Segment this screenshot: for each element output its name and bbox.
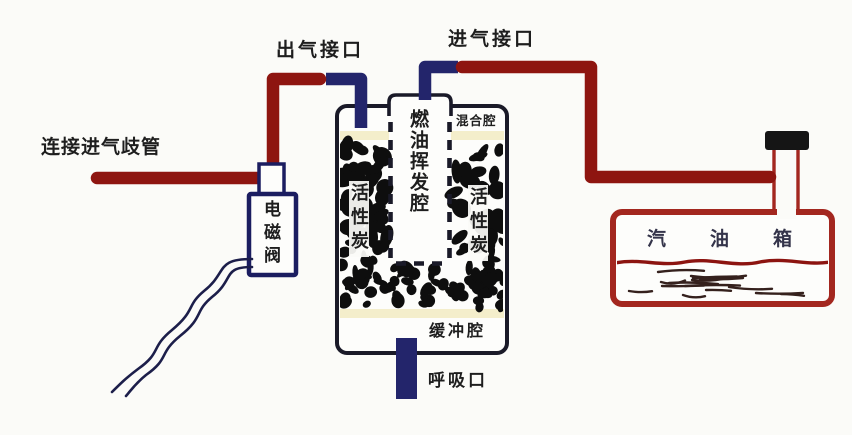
inlet-pipe-red-segment (455, 60, 777, 184)
carbon-granule (370, 155, 388, 176)
carbon-granule (363, 276, 370, 286)
carbon-granule (397, 263, 407, 277)
carbon-granule (465, 260, 473, 276)
carbon-granule (422, 284, 437, 295)
carbon-granule (362, 300, 371, 308)
carbon-granule (373, 208, 389, 221)
breather-port-label: 呼吸口 (428, 371, 488, 390)
carbon-granule (389, 275, 400, 287)
wire-strand-2 (124, 265, 254, 398)
activated-carbon-right-label: 活性炭 (468, 185, 488, 261)
solenoid-valve-body (246, 162, 299, 278)
evaporation-chamber-fill (389, 93, 451, 266)
carbon-granule (472, 296, 485, 306)
fuel-stroke (683, 283, 742, 288)
carbon-granule (451, 159, 462, 184)
carbon-granule (348, 161, 359, 172)
fuel-stroke (667, 281, 720, 286)
valve-wire (110, 257, 254, 398)
carbon-granule (366, 226, 379, 248)
fuel-liquid (617, 258, 828, 299)
carbon-granule (470, 269, 478, 281)
fuel-stroke (691, 275, 739, 280)
breather-port-stub (396, 338, 417, 399)
activated-carbon-left-label: 活性炭 (349, 181, 369, 257)
carbon-granule (477, 287, 490, 299)
carbon-granule (444, 286, 455, 296)
carbon-granule (485, 211, 503, 232)
inlet-vapor-pipe (418, 60, 777, 184)
carbon-granule (364, 286, 378, 298)
carbon-granule (459, 242, 470, 254)
fuel-surface-strokes (627, 268, 806, 299)
fuel-stroke (656, 268, 706, 274)
carbon-granule (406, 284, 417, 296)
carbon-granule (342, 278, 351, 286)
solenoid-valve-label: 电磁阀 (261, 200, 280, 269)
filler-neck-gap (777, 205, 796, 219)
buffer-chamber-label: 缓冲腔 (429, 323, 487, 340)
carbon-granule (495, 298, 503, 311)
carbon-granule (451, 229, 468, 245)
fuel-stroke (627, 289, 654, 294)
fuel-stroke (704, 288, 733, 292)
carbon-granule (498, 237, 503, 246)
carbon-granule (340, 296, 352, 309)
fuel-stroke (681, 293, 707, 299)
intake-manifold-label: 连接进气歧管 (41, 137, 162, 158)
carbon-granule (482, 272, 498, 288)
carbon-granule (496, 289, 503, 300)
outlet-port-label: 出气接口 (276, 40, 365, 61)
fuel-stroke (698, 276, 745, 281)
carbon-granule (385, 285, 394, 293)
carbon-granule (494, 143, 503, 157)
carbon-granule (428, 268, 435, 281)
fuel-filler-cap (765, 131, 809, 150)
carbon-granule (434, 279, 448, 290)
carbon-granule (450, 203, 470, 215)
fuel-tank-label: 汽油箱 (647, 229, 837, 250)
outlet-vacuum-pipe (90, 72, 368, 185)
valve-main-block (246, 191, 299, 278)
carbon-granule (488, 181, 503, 200)
wire-strand-1 (110, 257, 254, 394)
carbon-granule (340, 198, 352, 212)
fuel-stroke (754, 291, 805, 295)
canister-bottom-filter-band (340, 309, 504, 318)
carbon-granule (372, 271, 382, 284)
outlet-pipe-red-segment (266, 72, 327, 177)
fuel-tank-outline (610, 209, 835, 307)
carbon-granule (452, 282, 465, 295)
carbon-granule (378, 240, 390, 253)
carbon-granule (344, 278, 355, 291)
carbon-granule (475, 144, 489, 162)
carbon-granule (470, 166, 487, 178)
carbon-granule (392, 290, 402, 302)
mixing-chamber-label: 混合腔 (456, 114, 497, 128)
carbon-granules-bottom (342, 260, 503, 309)
evaporation-chamber-label: 燃油挥发腔 (407, 109, 428, 214)
carbon-granule (340, 258, 348, 272)
carbon-granule (401, 277, 414, 286)
carbon-granule (340, 146, 353, 161)
carbon-granule (351, 141, 365, 154)
carbon-granule (420, 295, 433, 307)
inlet-port-label: 进气接口 (448, 29, 537, 50)
carbon-granule (340, 246, 352, 258)
activated-carbon-granules (340, 135, 503, 313)
valve-inlet-block (257, 162, 286, 197)
inlet-pipe-blue-segment (418, 60, 458, 100)
outlet-pipe-blue-segment (326, 72, 368, 128)
fuel-level-line (617, 258, 828, 266)
fuel-stroke (727, 285, 774, 291)
carbon-granule (488, 165, 500, 185)
